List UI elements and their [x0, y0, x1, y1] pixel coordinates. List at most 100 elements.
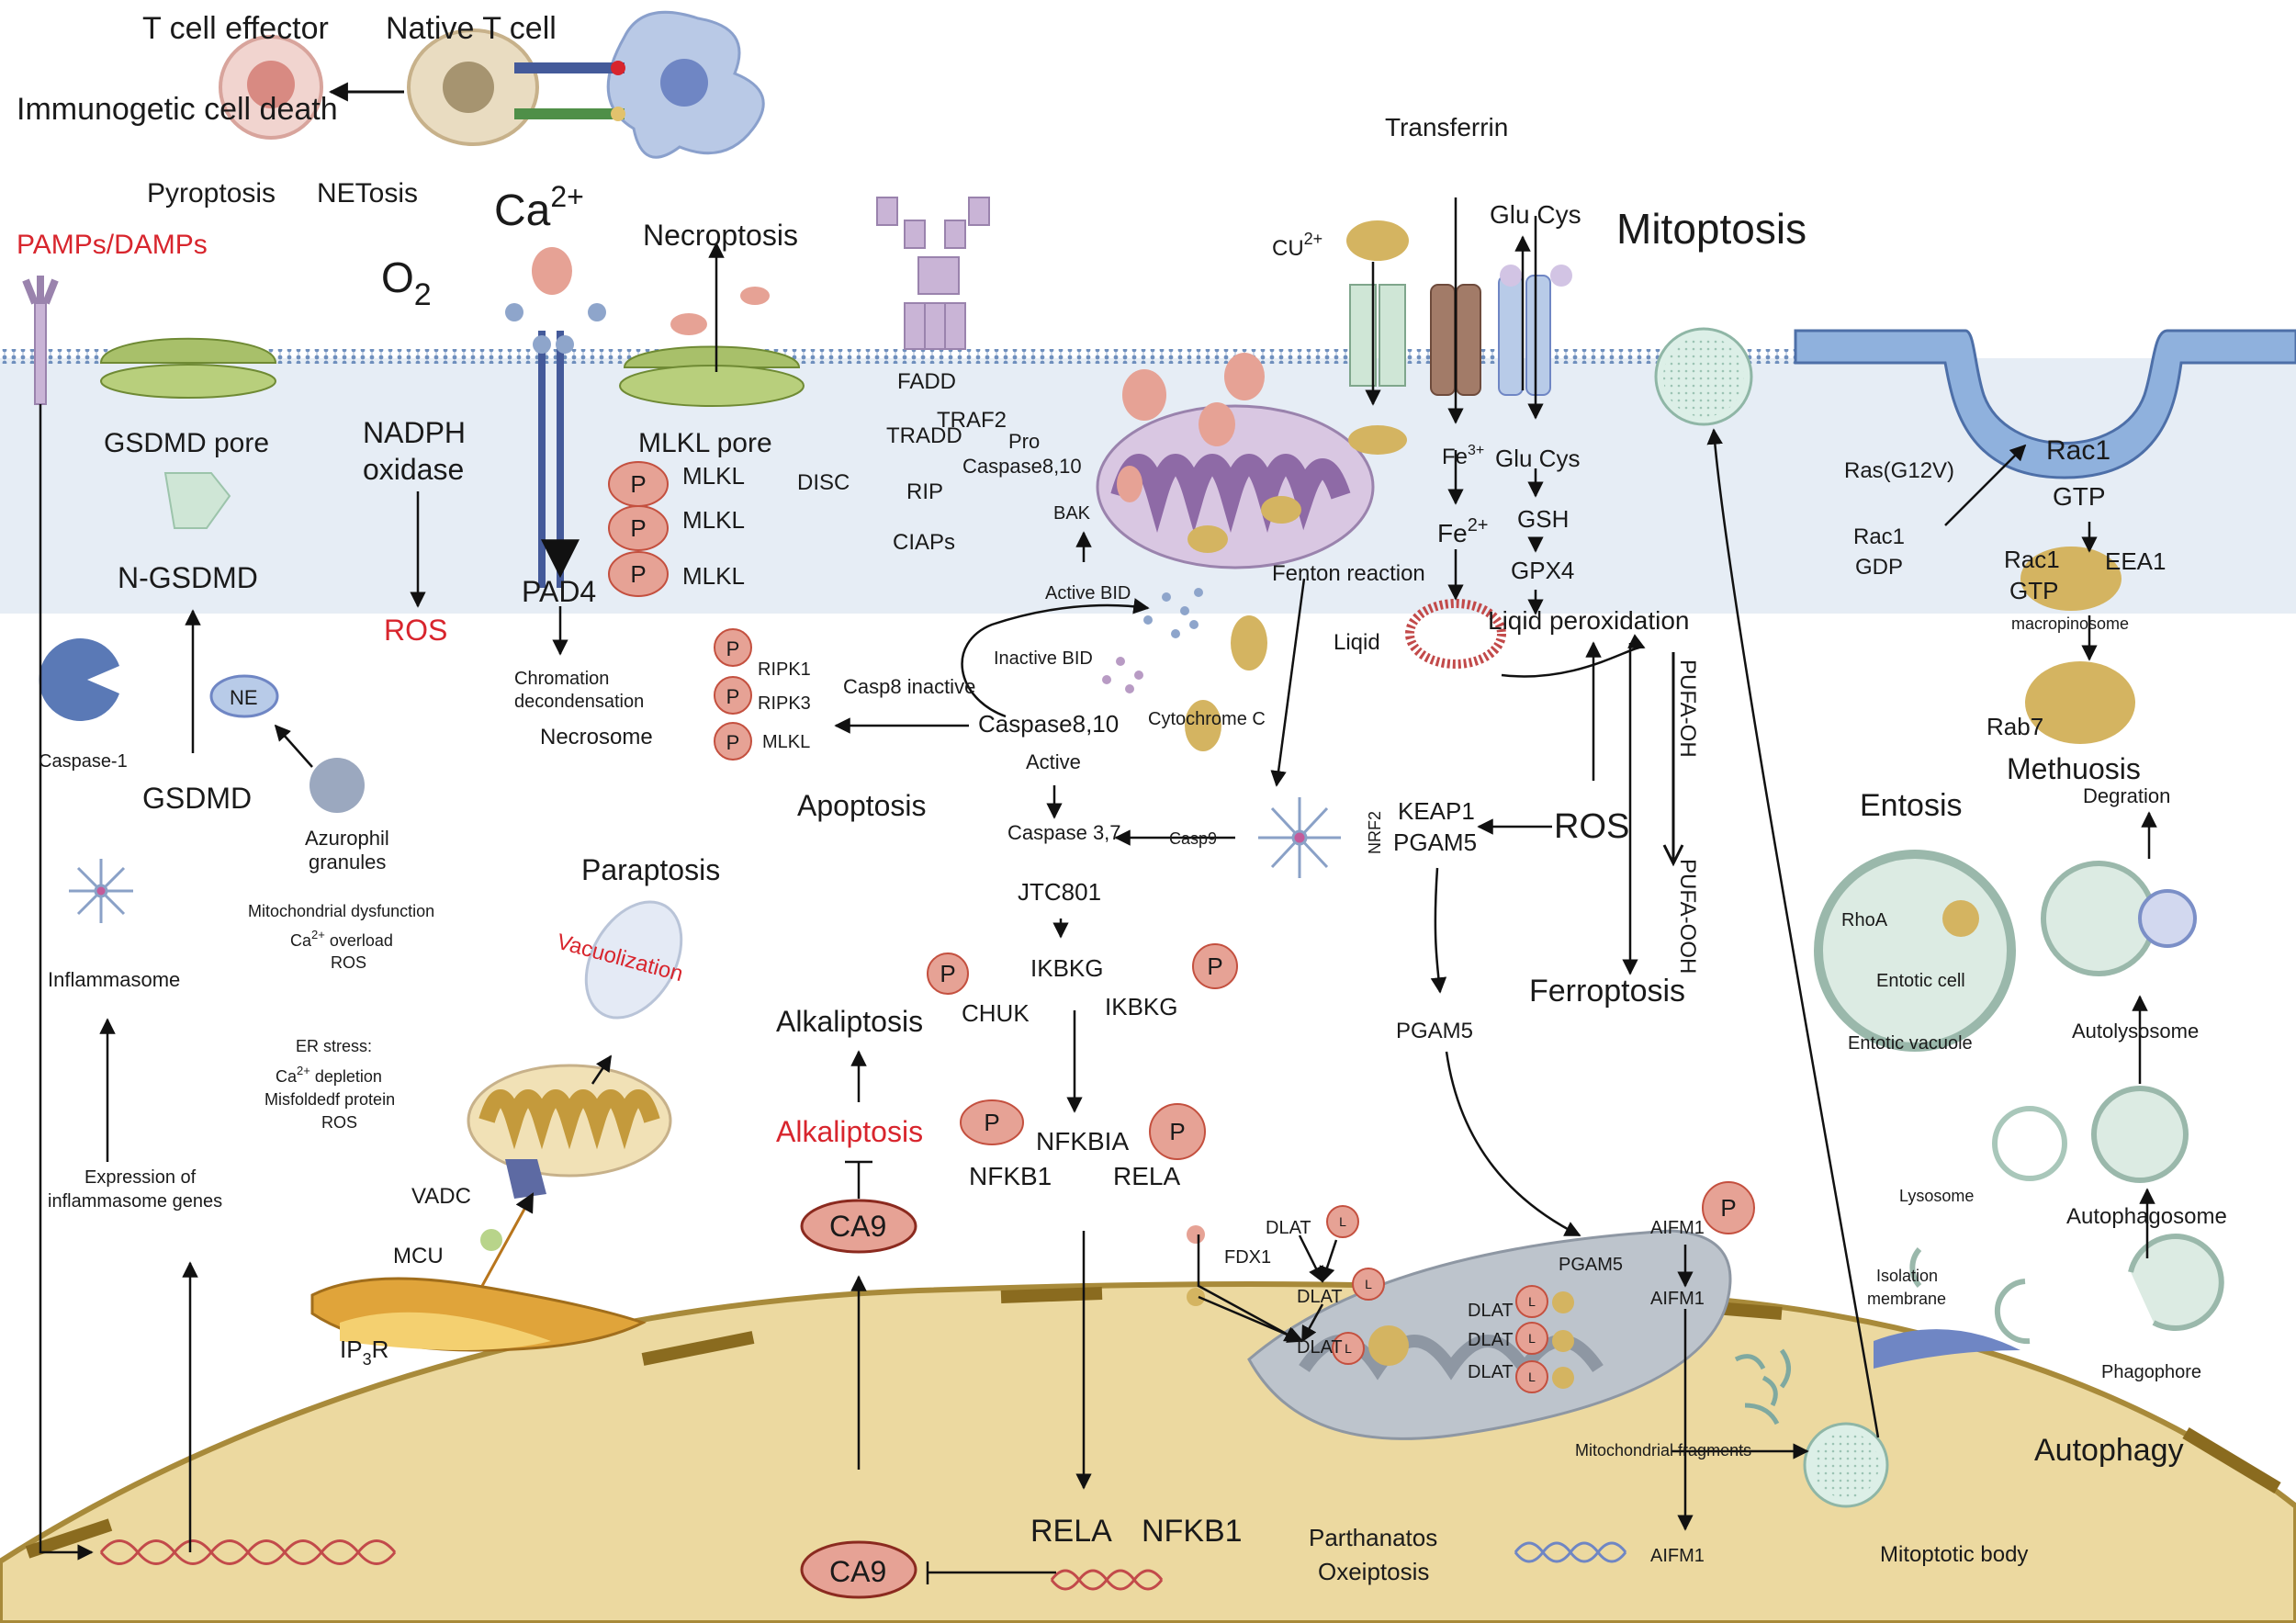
gsdmd-pore-shape	[99, 337, 277, 364]
label-autolysosome: Autolysosome	[2072, 1020, 2199, 1043]
ca9-badge-nucleus	[800, 1540, 917, 1599]
label-mito-dysfunction: Mitochondrial dysfunction	[248, 902, 434, 920]
label-alkaliptosis: Alkaliptosis	[776, 1005, 923, 1038]
svg-text:P: P	[1207, 952, 1222, 980]
label-disc: DISC	[797, 470, 850, 495]
label-rab7: Rab7	[1986, 713, 2043, 740]
label-inflammasome-genes: inflammasome genes	[48, 1191, 222, 1212]
phospho-group	[608, 461, 1755, 1234]
label-rac1-gdp: Rac1	[1853, 524, 1905, 549]
label-chuk: CHUK	[962, 999, 1030, 1027]
label-mcu: MCU	[393, 1244, 444, 1268]
label-parthanatos: Parthanatos	[1309, 1524, 1437, 1551]
label-methuosis: Methuosis	[2007, 752, 2141, 785]
label-mitoptosis: Mitoptosis	[1616, 205, 1806, 253]
label-ripk1: RIPK1	[758, 659, 811, 680]
label-phagophore: Phagophore	[2101, 1362, 2201, 1382]
cytochrome-particle	[1224, 353, 1265, 400]
dna-helix-center	[1050, 1569, 1164, 1591]
label-er-stress: ER stress:	[296, 1037, 372, 1055]
label-rhoa: RhoA	[1841, 910, 1888, 930]
paraptosis-mitochondrion	[467, 1064, 672, 1178]
label-inactive-bid: Inactive BID	[994, 648, 1093, 669]
l-badges	[1326, 1205, 1548, 1393]
svg-text:P: P	[630, 560, 646, 588]
label-rela-b: RELA	[1030, 1514, 1112, 1549]
label-pgam5-c: PGAM5	[1559, 1255, 1623, 1275]
cytochrome-c-shape	[1231, 615, 1267, 671]
system-xc-transporter	[1498, 265, 1572, 396]
label-ca9-b: CA9	[829, 1555, 886, 1588]
label-casp9: Casp9	[1169, 829, 1217, 848]
nuclear-pore	[1000, 1287, 1103, 1303]
svg-text:L: L	[1345, 1341, 1352, 1356]
lipid-ring	[1405, 599, 1506, 669]
label-bak: BAK	[1053, 503, 1091, 524]
label-ca9-a: CA9	[829, 1210, 886, 1243]
er-autophagy-shape	[1874, 1329, 2020, 1369]
svg-text:P: P	[630, 514, 646, 542]
label-mlkl-1: MLKL	[682, 462, 745, 490]
label-lipid-perox: Liqid peroxidation	[1488, 606, 1690, 635]
mcu-channel	[480, 1229, 502, 1251]
svg-text:P: P	[1720, 1194, 1736, 1222]
label-traf2: TRAF2	[937, 408, 1007, 433]
svg-text:L: L	[1365, 1277, 1372, 1291]
label-ne: NE	[230, 686, 258, 709]
label-pad4: PAD4	[522, 575, 596, 608]
label-transferrin: Transferrin	[1385, 113, 1508, 141]
label-oxidase: oxidase	[363, 453, 464, 486]
label-necrosome: Necrosome	[540, 725, 653, 750]
label-pgam5-a: PGAM5	[1393, 828, 1477, 856]
copper-transporter	[1349, 284, 1406, 387]
mitochondrion	[1096, 404, 1375, 569]
tcr-complex	[514, 62, 625, 73]
gold-particle	[1187, 525, 1228, 553]
mitoptosis-vesicle	[1654, 327, 1753, 426]
label-rela-a: RELA	[1113, 1162, 1180, 1190]
nuclear-pore	[2182, 1426, 2281, 1494]
antigen	[611, 61, 625, 75]
costim-receptor	[514, 108, 625, 119]
cytochrome-particle	[1199, 402, 1235, 446]
label-ca-depletion: Ca2+ depletion	[276, 1064, 382, 1086]
label-pufa-oh: PUFA-OH	[1675, 659, 1700, 758]
label-fadd: FADD	[897, 369, 956, 394]
apoptosome	[1258, 797, 1341, 878]
label-caspase810: Caspase8,10	[978, 710, 1119, 738]
label-dlat-2: DLAT	[1297, 1287, 1343, 1307]
endoplasmic-reticulum	[310, 1277, 647, 1352]
label-decondensation: decondensation	[514, 692, 644, 712]
native-t-cell-nucleus	[443, 62, 494, 113]
label-gdp: GDP	[1855, 555, 1903, 580]
label-calcium: Ca2+	[494, 180, 584, 235]
label-pgam5-b: PGAM5	[1396, 1019, 1473, 1043]
methuosis-vacuole	[2025, 661, 2135, 744]
dlat-gold	[1552, 1367, 1574, 1389]
label-nfkb1-a: NFKB1	[969, 1162, 1052, 1190]
label-gsdmd: GSDMD	[142, 782, 252, 815]
dna-helix-right	[1514, 1541, 1627, 1563]
label-liqid: Liqid	[1334, 630, 1380, 655]
macropinosome-shape	[2020, 547, 2122, 611]
nuclear-pore	[641, 1331, 755, 1366]
svg-text:P: P	[726, 685, 740, 708]
svg-text:L: L	[1528, 1294, 1536, 1309]
pad4-channel	[505, 303, 606, 588]
label-caspase810-pro: Caspase8,10	[962, 455, 1082, 478]
label-gtp-top: GTP	[2053, 482, 2106, 511]
mito-fragments-shape	[1734, 1348, 1791, 1426]
membrane-invagination	[1794, 329, 2296, 479]
mlkl-fragment	[670, 313, 707, 335]
label-chromation: Chromation	[514, 669, 609, 689]
label-expression-of: Expression of	[84, 1167, 197, 1188]
label-ferroptosis: Ferroptosis	[1529, 974, 1685, 1009]
label-dlat-3: DLAT	[1468, 1301, 1514, 1321]
label-rip: RIP	[906, 479, 943, 504]
label-aifm1-c: AIFM1	[1650, 1546, 1705, 1566]
caspase-1-shape	[39, 638, 119, 721]
label-lysosome: Lysosome	[1899, 1187, 1974, 1205]
entotic-cell-shape	[1814, 850, 2016, 1052]
calcium-flux-arrow	[480, 1192, 535, 1287]
antigen	[611, 107, 625, 121]
